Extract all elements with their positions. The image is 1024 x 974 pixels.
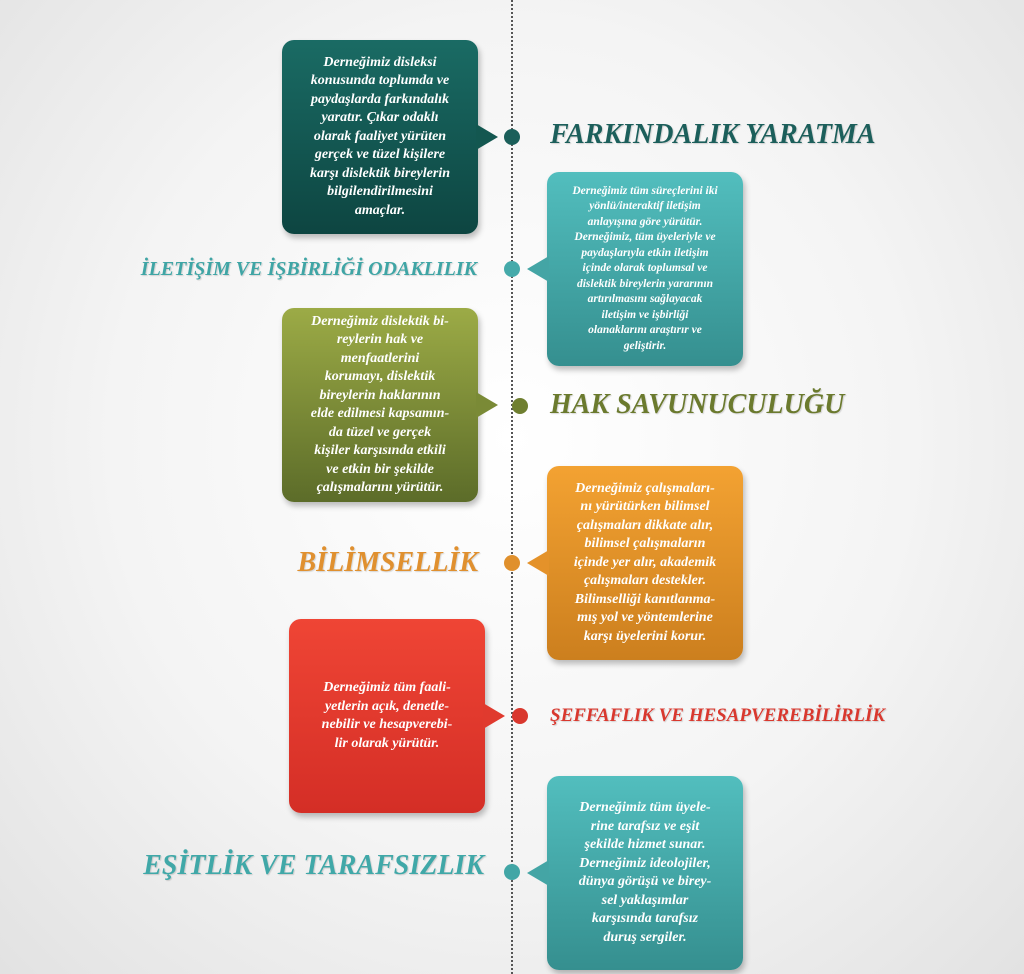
advocacy-title: HAK SAVUNUCULUĞU xyxy=(550,389,845,420)
transparency-text: Derneğimiz tüm faali- yetlerin açık, den… xyxy=(321,680,453,751)
transparency-title: ŞEFFAFLIK VE HESAPVEREBİLİRLİK xyxy=(550,705,886,726)
communication-title: İLETİŞİM VE İŞBİRLİĞİ ODAKLILIK xyxy=(140,258,477,280)
advocacy-dot xyxy=(512,398,528,414)
awareness-title: FARKINDALIK YARATMA xyxy=(550,119,876,150)
transparency-dot xyxy=(512,708,528,724)
equality-title: EŞİTLİK VE TARAFSIZLIK xyxy=(143,850,484,881)
advocacy-text: Derneğimiz dislektik bi- reylerin hak ve… xyxy=(310,313,450,496)
advocacy-box: Derneğimiz dislektik bi- reylerin hak ve… xyxy=(282,308,498,502)
communication-dot xyxy=(504,261,520,277)
science-text: Derneğimiz çalışmaları- nı yürütürken bi… xyxy=(573,480,717,644)
pointer xyxy=(527,550,549,576)
pointer xyxy=(527,256,549,282)
pointer xyxy=(476,124,498,150)
awareness-text: Derneğimiz disleksi konusunda toplumda v… xyxy=(310,54,450,218)
equality-text: Derneğimiz tüm üyele- rine tarafsız ve e… xyxy=(578,800,712,945)
communication-text: Derneğimiz tüm süreçlerini iki yönlü/int… xyxy=(572,184,718,352)
equality-box: Derneğimiz tüm üyele- rine tarafsız ve e… xyxy=(527,776,743,970)
science-dot xyxy=(504,555,520,571)
communication-box: Derneğimiz tüm süreçlerini iki yönlü/int… xyxy=(527,172,743,366)
science-title: BİLİMSELLİK xyxy=(297,547,479,578)
awareness-box: Derneğimiz disleksi konusunda toplumda v… xyxy=(282,40,498,234)
equality-dot xyxy=(504,864,520,880)
pointer xyxy=(483,703,505,729)
timeline-axis xyxy=(511,0,513,974)
awareness-dot xyxy=(504,129,520,145)
pointer xyxy=(476,392,498,418)
transparency-box: Derneğimiz tüm faali- yetlerin açık, den… xyxy=(289,619,505,813)
science-box: Derneğimiz çalışmaları- nı yürütürken bi… xyxy=(527,466,743,660)
pointer xyxy=(527,860,549,886)
